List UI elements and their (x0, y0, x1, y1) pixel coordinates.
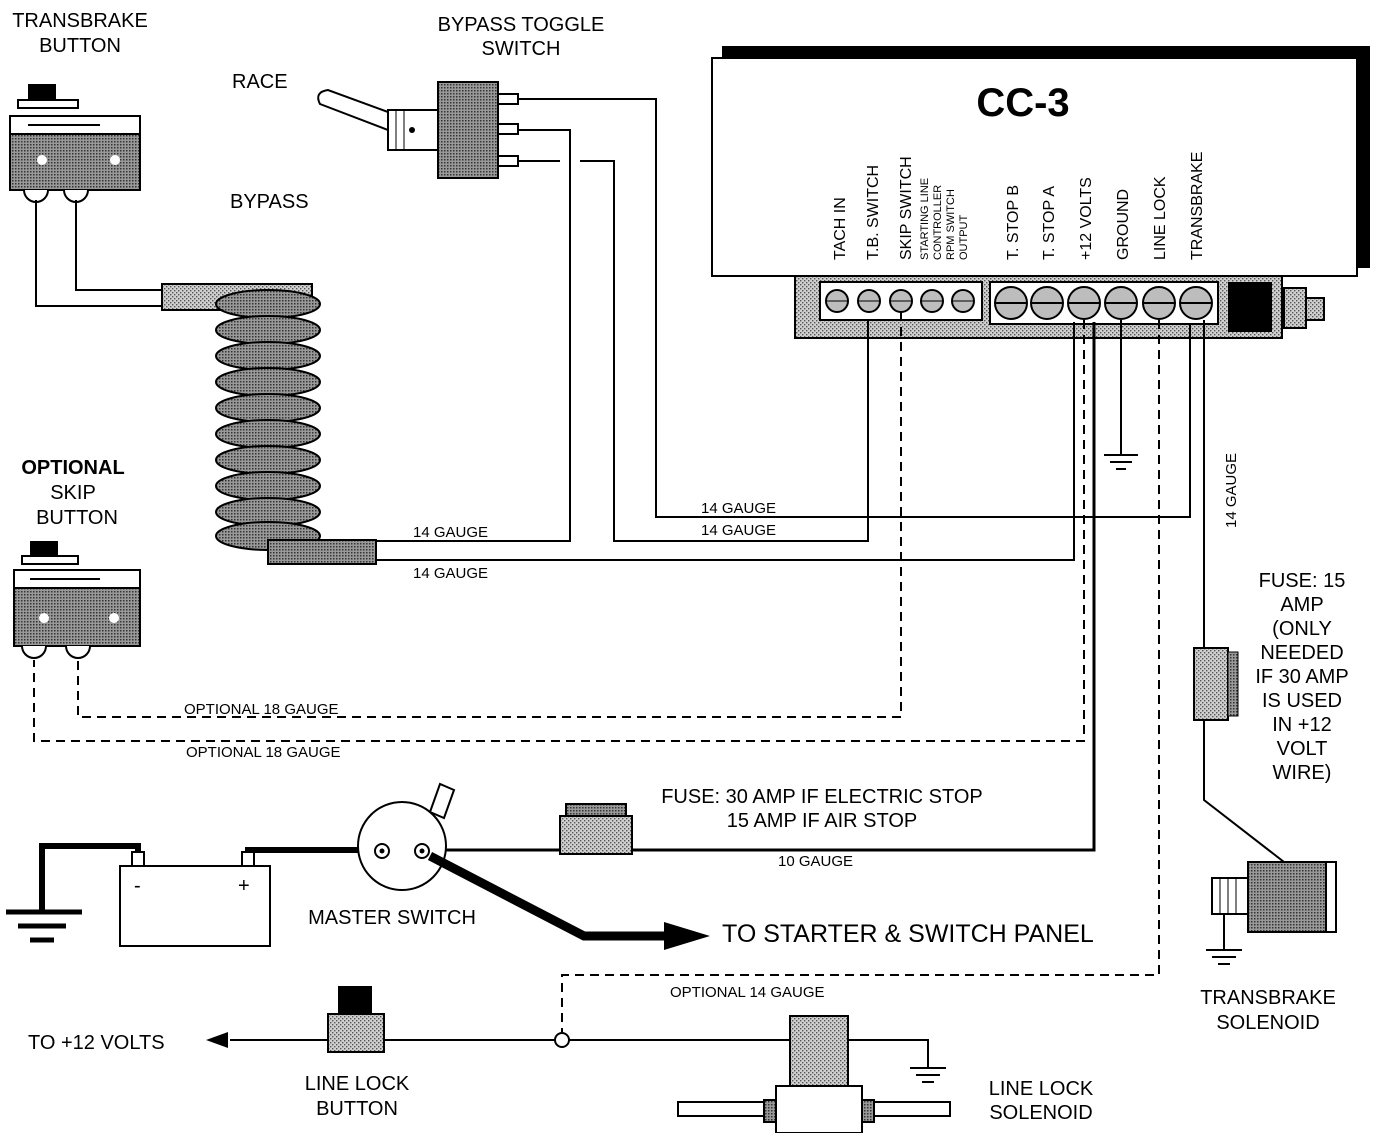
svg-text:BYPASS TOGGLE: BYPASS TOGGLE (438, 14, 605, 36)
battery-ground-icon (6, 909, 82, 943)
line-lock-button-label: LINE LOCK BUTTON (305, 1073, 410, 1120)
terminal-label-starting-line-1: STARTING LINE (919, 178, 931, 260)
battery: - + (119, 851, 271, 947)
terminal-strip (794, 275, 1325, 339)
transbrake-button[interactable] (9, 84, 141, 203)
bypass-toggle-switch[interactable] (317, 81, 519, 179)
controller-title: CC-3 (976, 81, 1069, 125)
svg-text:WIRE): WIRE) (1273, 762, 1332, 784)
svg-text:AMP: AMP (1280, 594, 1323, 616)
bypass-label: BYPASS (230, 191, 309, 213)
terminal-label-starting-line-3: RPM SWITCH (945, 189, 957, 260)
small-screw-terminals (825, 289, 975, 313)
gauge-label-14-d: 14 GAUGE (701, 522, 776, 539)
svg-text:15 AMP IF AIR STOP: 15 AMP IF AIR STOP (727, 810, 917, 832)
svg-text:FUSE: 15: FUSE: 15 (1259, 570, 1346, 592)
gauge-label-14-e: 14 GAUGE (1223, 453, 1240, 528)
fuse-main (559, 803, 633, 855)
terminal-label-t-stop-a: T. STOP A (1041, 186, 1058, 260)
svg-text:SOLENOID: SOLENOID (989, 1102, 1092, 1124)
transbrake-solenoid (1206, 861, 1337, 965)
svg-text:OPTIONAL: OPTIONAL (21, 457, 124, 479)
coiled-cord (35, 200, 377, 565)
terminal-label-tach-in: TACH IN (832, 197, 849, 260)
terminal-label-skip-switch: SKIP SWITCH (898, 156, 915, 260)
to-starter-arrow-icon (427, 852, 710, 950)
master-switch-label: MASTER SWITCH (308, 907, 476, 929)
gauge-label-14-a: 14 GAUGE (413, 524, 488, 541)
skip-button-label: OPTIONAL SKIP BUTTON (21, 457, 124, 529)
terminal-label-t-stop-b: T. STOP B (1005, 185, 1022, 260)
terminal-label-tb-switch: T.B. SWITCH (865, 165, 882, 260)
to-12v-label: TO +12 VOLTS (28, 1032, 165, 1054)
terminal-label-starting-line-2: CONTROLLER (932, 185, 944, 260)
to-12v-arrow-icon (206, 1032, 228, 1048)
svg-text:VOLT: VOLT (1277, 738, 1328, 760)
svg-text:SOLENOID: SOLENOID (1216, 1012, 1319, 1034)
svg-text:TRANSBRAKE: TRANSBRAKE (1200, 987, 1336, 1009)
race-label: RACE (232, 71, 288, 93)
svg-text:NEEDED: NEEDED (1260, 642, 1343, 664)
svg-text:FUSE: 30 AMP IF ELECTRIC STOP: FUSE: 30 AMP IF ELECTRIC STOP (661, 786, 983, 808)
svg-text:BUTTON: BUTTON (36, 507, 118, 529)
terminal-label-transbrake: TRANSBRAKE (1189, 152, 1206, 260)
line-lock-solenoid-label: LINE LOCK SOLENOID (989, 1078, 1094, 1124)
line-lock-ground-icon (910, 1067, 946, 1083)
svg-text:BUTTON: BUTTON (39, 35, 121, 57)
gauge-label-14-c: 14 GAUGE (701, 500, 776, 517)
gauge-label-10: 10 GAUGE (778, 853, 853, 870)
terminal-label-starting-line-4: OUTPUT (958, 215, 970, 261)
line-lock-solenoid (677, 1015, 951, 1133)
terminal-label-plus-12: +12 VOLTS (1078, 177, 1095, 260)
svg-text:IS USED: IS USED (1262, 690, 1342, 712)
battery-negative: - (134, 875, 141, 897)
battery-positive: + (238, 875, 250, 897)
tach-connector-icon (1228, 282, 1325, 332)
svg-text:LINE LOCK: LINE LOCK (305, 1073, 410, 1095)
svg-text:SWITCH: SWITCH (482, 38, 561, 60)
to-starter-label: TO STARTER & SWITCH PANEL (722, 920, 1094, 948)
terminal-label-line-lock: LINE LOCK (1152, 176, 1169, 260)
gauge-label-opt18-b: OPTIONAL 18 GAUGE (186, 744, 341, 761)
fuse-main-label: FUSE: 30 AMP IF ELECTRIC STOP 15 AMP IF … (661, 786, 983, 832)
controller-box: CC-3 TACH IN T.B. SWITCH SKIP SWITCH STA… (711, 46, 1370, 277)
gauge-label-14-b: 14 GAUGE (413, 565, 488, 582)
junction-node (554, 1032, 570, 1048)
svg-text:TRANSBRAKE: TRANSBRAKE (12, 10, 148, 32)
master-switch[interactable] (357, 782, 456, 891)
skip-button[interactable] (13, 541, 141, 659)
large-screw-terminals (994, 286, 1213, 320)
fuse-15-amp-label: FUSE: 15 AMP (ONLY NEEDED IF 30 AMP IS U… (1255, 570, 1348, 784)
line-lock-button[interactable] (327, 986, 385, 1053)
svg-text:BUTTON: BUTTON (316, 1098, 398, 1120)
bypass-toggle-label: BYPASS TOGGLE SWITCH (438, 14, 605, 60)
svg-text:IF 30 AMP: IF 30 AMP (1255, 666, 1348, 688)
fuse-15-amp (1193, 647, 1239, 721)
svg-text:(ONLY: (ONLY (1272, 618, 1332, 640)
transbrake-button-label: TRANSBRAKE BUTTON (12, 10, 148, 57)
terminal-label-ground: GROUND (1115, 189, 1132, 260)
wires (33, 98, 1285, 1032)
gauge-label-opt14: OPTIONAL 14 GAUGE (670, 984, 825, 1001)
svg-text:IN +12: IN +12 (1272, 714, 1331, 736)
transbrake-solenoid-label: TRANSBRAKE SOLENOID (1200, 987, 1336, 1034)
svg-text:SKIP: SKIP (50, 482, 96, 504)
svg-text:LINE LOCK: LINE LOCK (989, 1078, 1094, 1100)
gauge-label-opt18-a: OPTIONAL 18 GAUGE (184, 701, 339, 718)
